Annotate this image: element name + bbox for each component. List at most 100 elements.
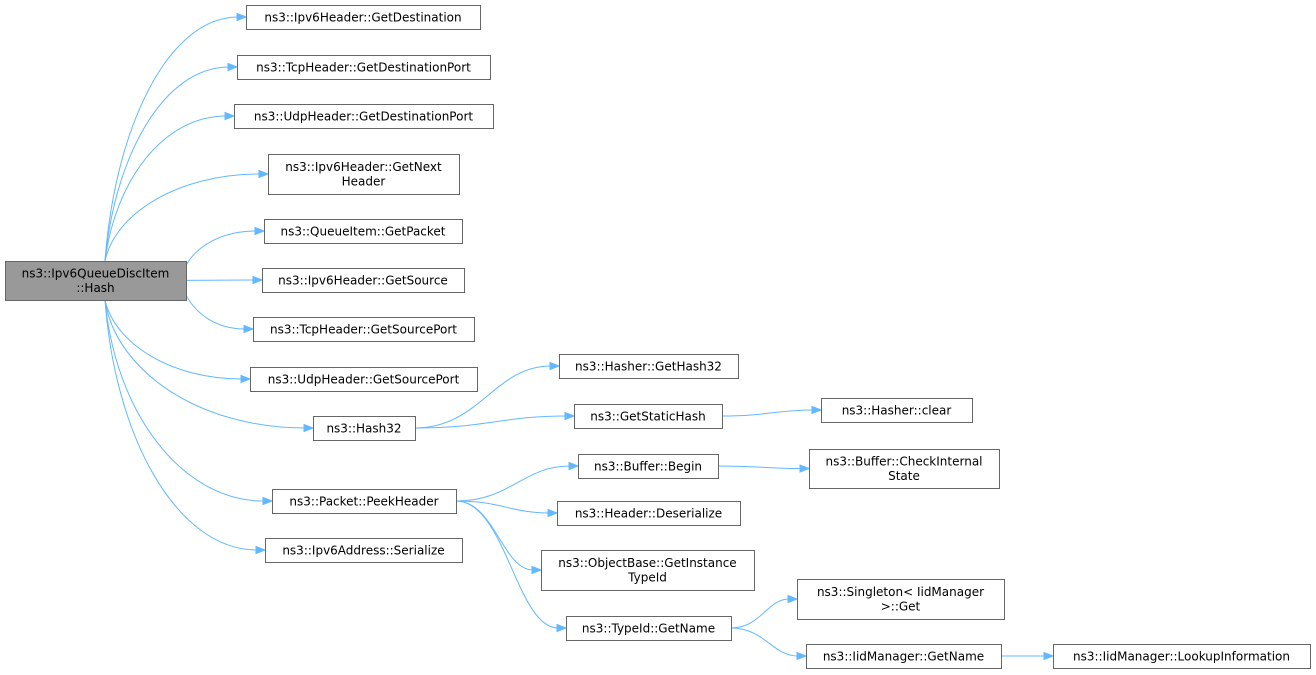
node-box — [250, 367, 478, 392]
node-queueitem-getpacket[interactable]: ns3::QueueItem::GetPacket — [264, 219, 463, 244]
node-udp-getdestport[interactable]: ns3::UdpHeader::GetDestinationPort — [234, 104, 494, 129]
node-box — [313, 416, 416, 441]
arrowhead-icon — [243, 324, 255, 334]
node-label: ns3::Ipv6Header::GetDestination — [264, 10, 461, 24]
arrowhead-icon — [252, 275, 264, 285]
node-box — [1053, 644, 1311, 669]
node-box — [5, 261, 187, 301]
edge-line — [104, 66, 230, 262]
node-iidmanager-lookup[interactable]: ns3::IidManager::LookupInformation — [1053, 644, 1311, 669]
node-label: ns3::TypeId::GetName — [582, 621, 715, 635]
arrowhead-icon — [1043, 651, 1055, 661]
node-label: ::Hash — [76, 281, 114, 295]
edge-hash32-to-hasher-gethash32 — [414, 361, 561, 429]
node-box — [541, 550, 755, 591]
node-ipv6-getdest[interactable]: ns3::Ipv6Header::GetDestination — [246, 5, 481, 30]
node-box — [234, 104, 494, 129]
node-box — [806, 644, 1002, 669]
node-label: ns3::Ipv6Header::GetNext — [285, 160, 442, 174]
edge-packet-peek-to-header-deserialize — [455, 500, 559, 518]
edge-line — [455, 500, 534, 571]
node-root[interactable]: ns3::Ipv6QueueDiscItem::Hash — [5, 261, 187, 301]
edge-line — [717, 465, 802, 469]
node-label: ns3::ObjectBase::GetInstance — [558, 556, 736, 570]
edge-root-to-udp-getdestport — [104, 111, 236, 262]
node-box — [272, 489, 457, 514]
edge-root-to-tcp-getdestport — [104, 62, 239, 262]
edge-line — [455, 500, 559, 629]
arrowhead-icon — [787, 594, 799, 604]
node-label: Header — [342, 175, 386, 189]
node-box — [264, 219, 463, 244]
node-box — [237, 55, 491, 80]
arrowhead-icon — [531, 565, 543, 575]
node-box — [566, 616, 732, 641]
node-box — [265, 538, 463, 563]
arrowhead-icon — [254, 226, 266, 236]
edge-line — [730, 598, 790, 629]
node-box — [557, 501, 741, 526]
node-getstatichash[interactable]: ns3::GetStaticHash — [574, 404, 723, 429]
node-label: ns3::Hasher::GetHash32 — [575, 359, 722, 373]
node-box — [821, 398, 973, 423]
node-hasher-gethash32[interactable]: ns3::Hasher::GetHash32 — [559, 354, 739, 379]
edge-root-to-packet-peek — [104, 299, 274, 506]
node-iidmanager-getname[interactable]: ns3::IidManager::GetName — [806, 644, 1002, 669]
edge-line — [185, 294, 246, 330]
node-hasher-clear[interactable]: ns3::Hasher::clear — [821, 398, 973, 423]
node-udp-getsrcport[interactable]: ns3::UdpHeader::GetSourcePort — [250, 367, 478, 392]
edge-root-to-hash32 — [104, 299, 315, 433]
node-box — [797, 579, 1005, 620]
node-label: ns3::Ipv6QueueDiscItem — [22, 267, 170, 281]
node-ipv6addr-serialize[interactable]: ns3::Ipv6Address::Serialize — [265, 538, 463, 563]
node-tcp-getdestport[interactable]: ns3::TcpHeader::GetDestinationPort — [237, 55, 491, 80]
edge-line — [414, 415, 567, 429]
node-label: ns3::Buffer::CheckInternal — [825, 455, 982, 469]
call-edges — [104, 12, 1055, 661]
node-label: State — [888, 469, 920, 483]
node-label: ns3::Singleton< IidManager — [817, 585, 984, 599]
arrowhead-icon — [549, 361, 561, 371]
edge-line — [104, 16, 239, 262]
node-tcp-getsrcport[interactable]: ns3::TcpHeader::GetSourcePort — [253, 317, 475, 342]
node-buffer-begin[interactable]: ns3::Buffer::Begin — [578, 454, 719, 479]
edge-line — [104, 299, 306, 429]
node-label: ns3::IidManager::GetName — [823, 649, 984, 663]
edge-line — [104, 299, 258, 551]
node-box — [809, 449, 1000, 489]
node-label: ns3::GetStaticHash — [590, 409, 706, 423]
node-label: ns3::Ipv6Address::Serialize — [282, 543, 444, 557]
arrowhead-icon — [303, 423, 315, 433]
edge-line — [414, 365, 552, 429]
edge-iidmanager-getname-to-iidmanager-lookup — [1001, 651, 1055, 661]
edge-line — [104, 299, 243, 380]
edge-root-to-ipv6addr-serialize — [104, 299, 267, 555]
arrowhead-icon — [262, 496, 274, 506]
edge-packet-peek-to-buffer-begin — [455, 461, 580, 502]
arrowhead-icon — [564, 411, 576, 421]
node-packet-peek[interactable]: ns3::Packet::PeekHeader — [272, 489, 457, 514]
node-box — [268, 154, 460, 195]
node-typeid-getname[interactable]: ns3::TypeId::GetName — [566, 616, 732, 641]
edge-root-to-ipv6-getdest — [104, 12, 248, 262]
node-header-deserialize[interactable]: ns3::Header::Deserialize — [557, 501, 741, 526]
arrowhead-icon — [799, 464, 811, 473]
edge-hash32-to-getstatichash — [414, 411, 576, 429]
node-hash32[interactable]: ns3::Hash32 — [313, 416, 416, 441]
edge-root-to-ipv6-getnext — [104, 169, 270, 262]
edge-line — [730, 627, 799, 657]
edge-root-to-tcp-getsrcport — [185, 294, 255, 334]
arrowhead-icon — [255, 545, 267, 555]
node-box — [262, 268, 465, 293]
node-singleton-get[interactable]: ns3::Singleton< IidManager>::Get — [797, 579, 1005, 620]
arrowhead-icon — [240, 374, 252, 384]
arrowhead-icon — [811, 405, 823, 415]
node-ipv6-getsource[interactable]: ns3::Ipv6Header::GetSource — [262, 268, 465, 293]
node-label: ns3::TcpHeader::GetSourcePort — [270, 322, 457, 336]
node-box — [574, 404, 723, 429]
node-label: ns3::UdpHeader::GetDestinationPort — [254, 109, 473, 123]
